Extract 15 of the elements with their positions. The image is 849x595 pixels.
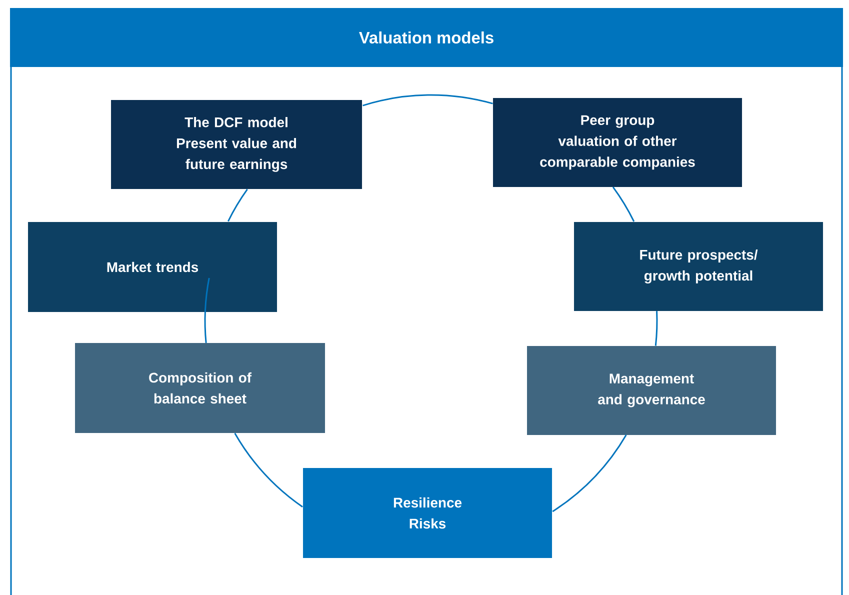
text-box: Composition of balance sheet xyxy=(75,342,325,433)
text-box: Management and governance xyxy=(527,346,776,435)
connector-arc xyxy=(612,186,635,222)
title-band: Valuation models xyxy=(10,8,843,67)
connector-arc xyxy=(362,94,493,106)
connector-arc xyxy=(654,311,658,346)
connector-arc xyxy=(228,188,248,222)
connector-arc xyxy=(552,434,627,512)
connector-arc xyxy=(234,432,303,508)
text-box: Peer group valuation of other comparable companies xyxy=(493,98,742,187)
text-box: Resilience Risks xyxy=(303,468,552,558)
text-box: Future prospects/ growth potential xyxy=(574,222,823,311)
connector-arc xyxy=(204,278,210,343)
text-box: The DCF model Present value and future earnings xyxy=(111,100,362,189)
text-box: Market trends xyxy=(28,222,277,312)
